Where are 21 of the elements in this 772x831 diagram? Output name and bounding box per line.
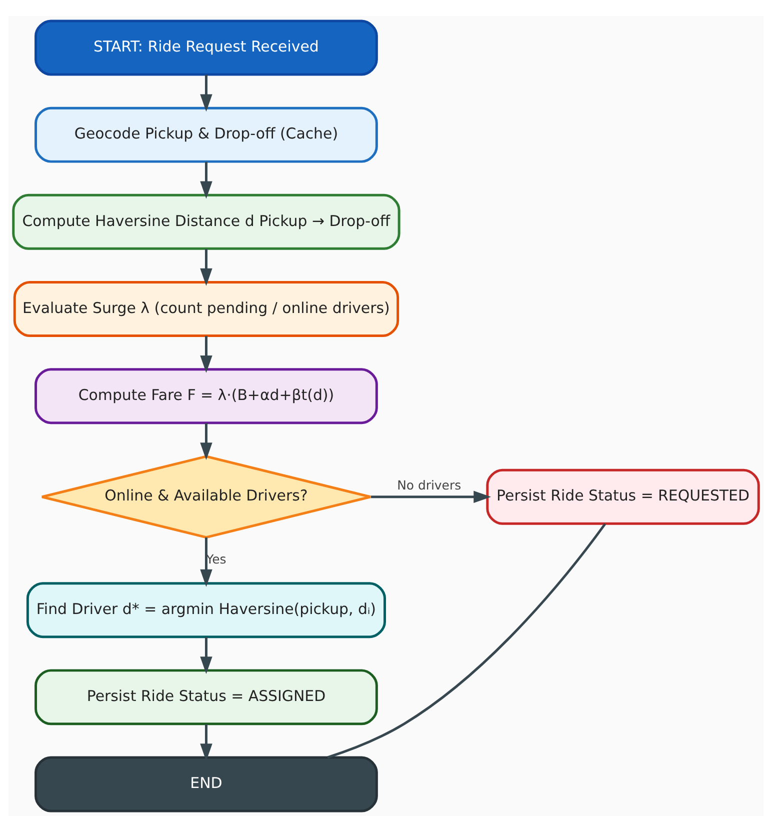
node-box: Evaluate Surge λ (count pending / online drivers): [13, 280, 400, 336]
arrow: [200, 336, 212, 372]
arrow: [200, 161, 212, 198]
node-box: Compute Haversine Distance d Pickup → Drop-off: [12, 193, 400, 250]
node-diamond: Online & Available Drivers?: [40, 454, 372, 538]
node-box: END: [34, 756, 378, 812]
edge-label: No drivers: [397, 476, 462, 492]
arrow: [200, 536, 212, 586]
arrow: [200, 74, 212, 112]
connector: [327, 522, 606, 758]
arrow: [370, 490, 492, 502]
arrow: [200, 724, 212, 761]
node-box: Find Driver d* = argmin Haversine(pickup, dᵢ): [26, 582, 386, 638]
arrow: [200, 636, 212, 674]
node-box: START: Ride Request Received: [34, 19, 378, 76]
node-box: Geocode Pickup & Drop-off (Cache): [34, 106, 378, 162]
arrow: [200, 248, 212, 286]
node-box: Persist Ride Status = REQUESTED: [486, 468, 760, 524]
arrow: [200, 422, 212, 460]
node-box: Persist Ride Status = ASSIGNED: [34, 668, 378, 725]
node-box: Compute Fare F = λ·(B+αd+βt(d)): [34, 368, 378, 424]
